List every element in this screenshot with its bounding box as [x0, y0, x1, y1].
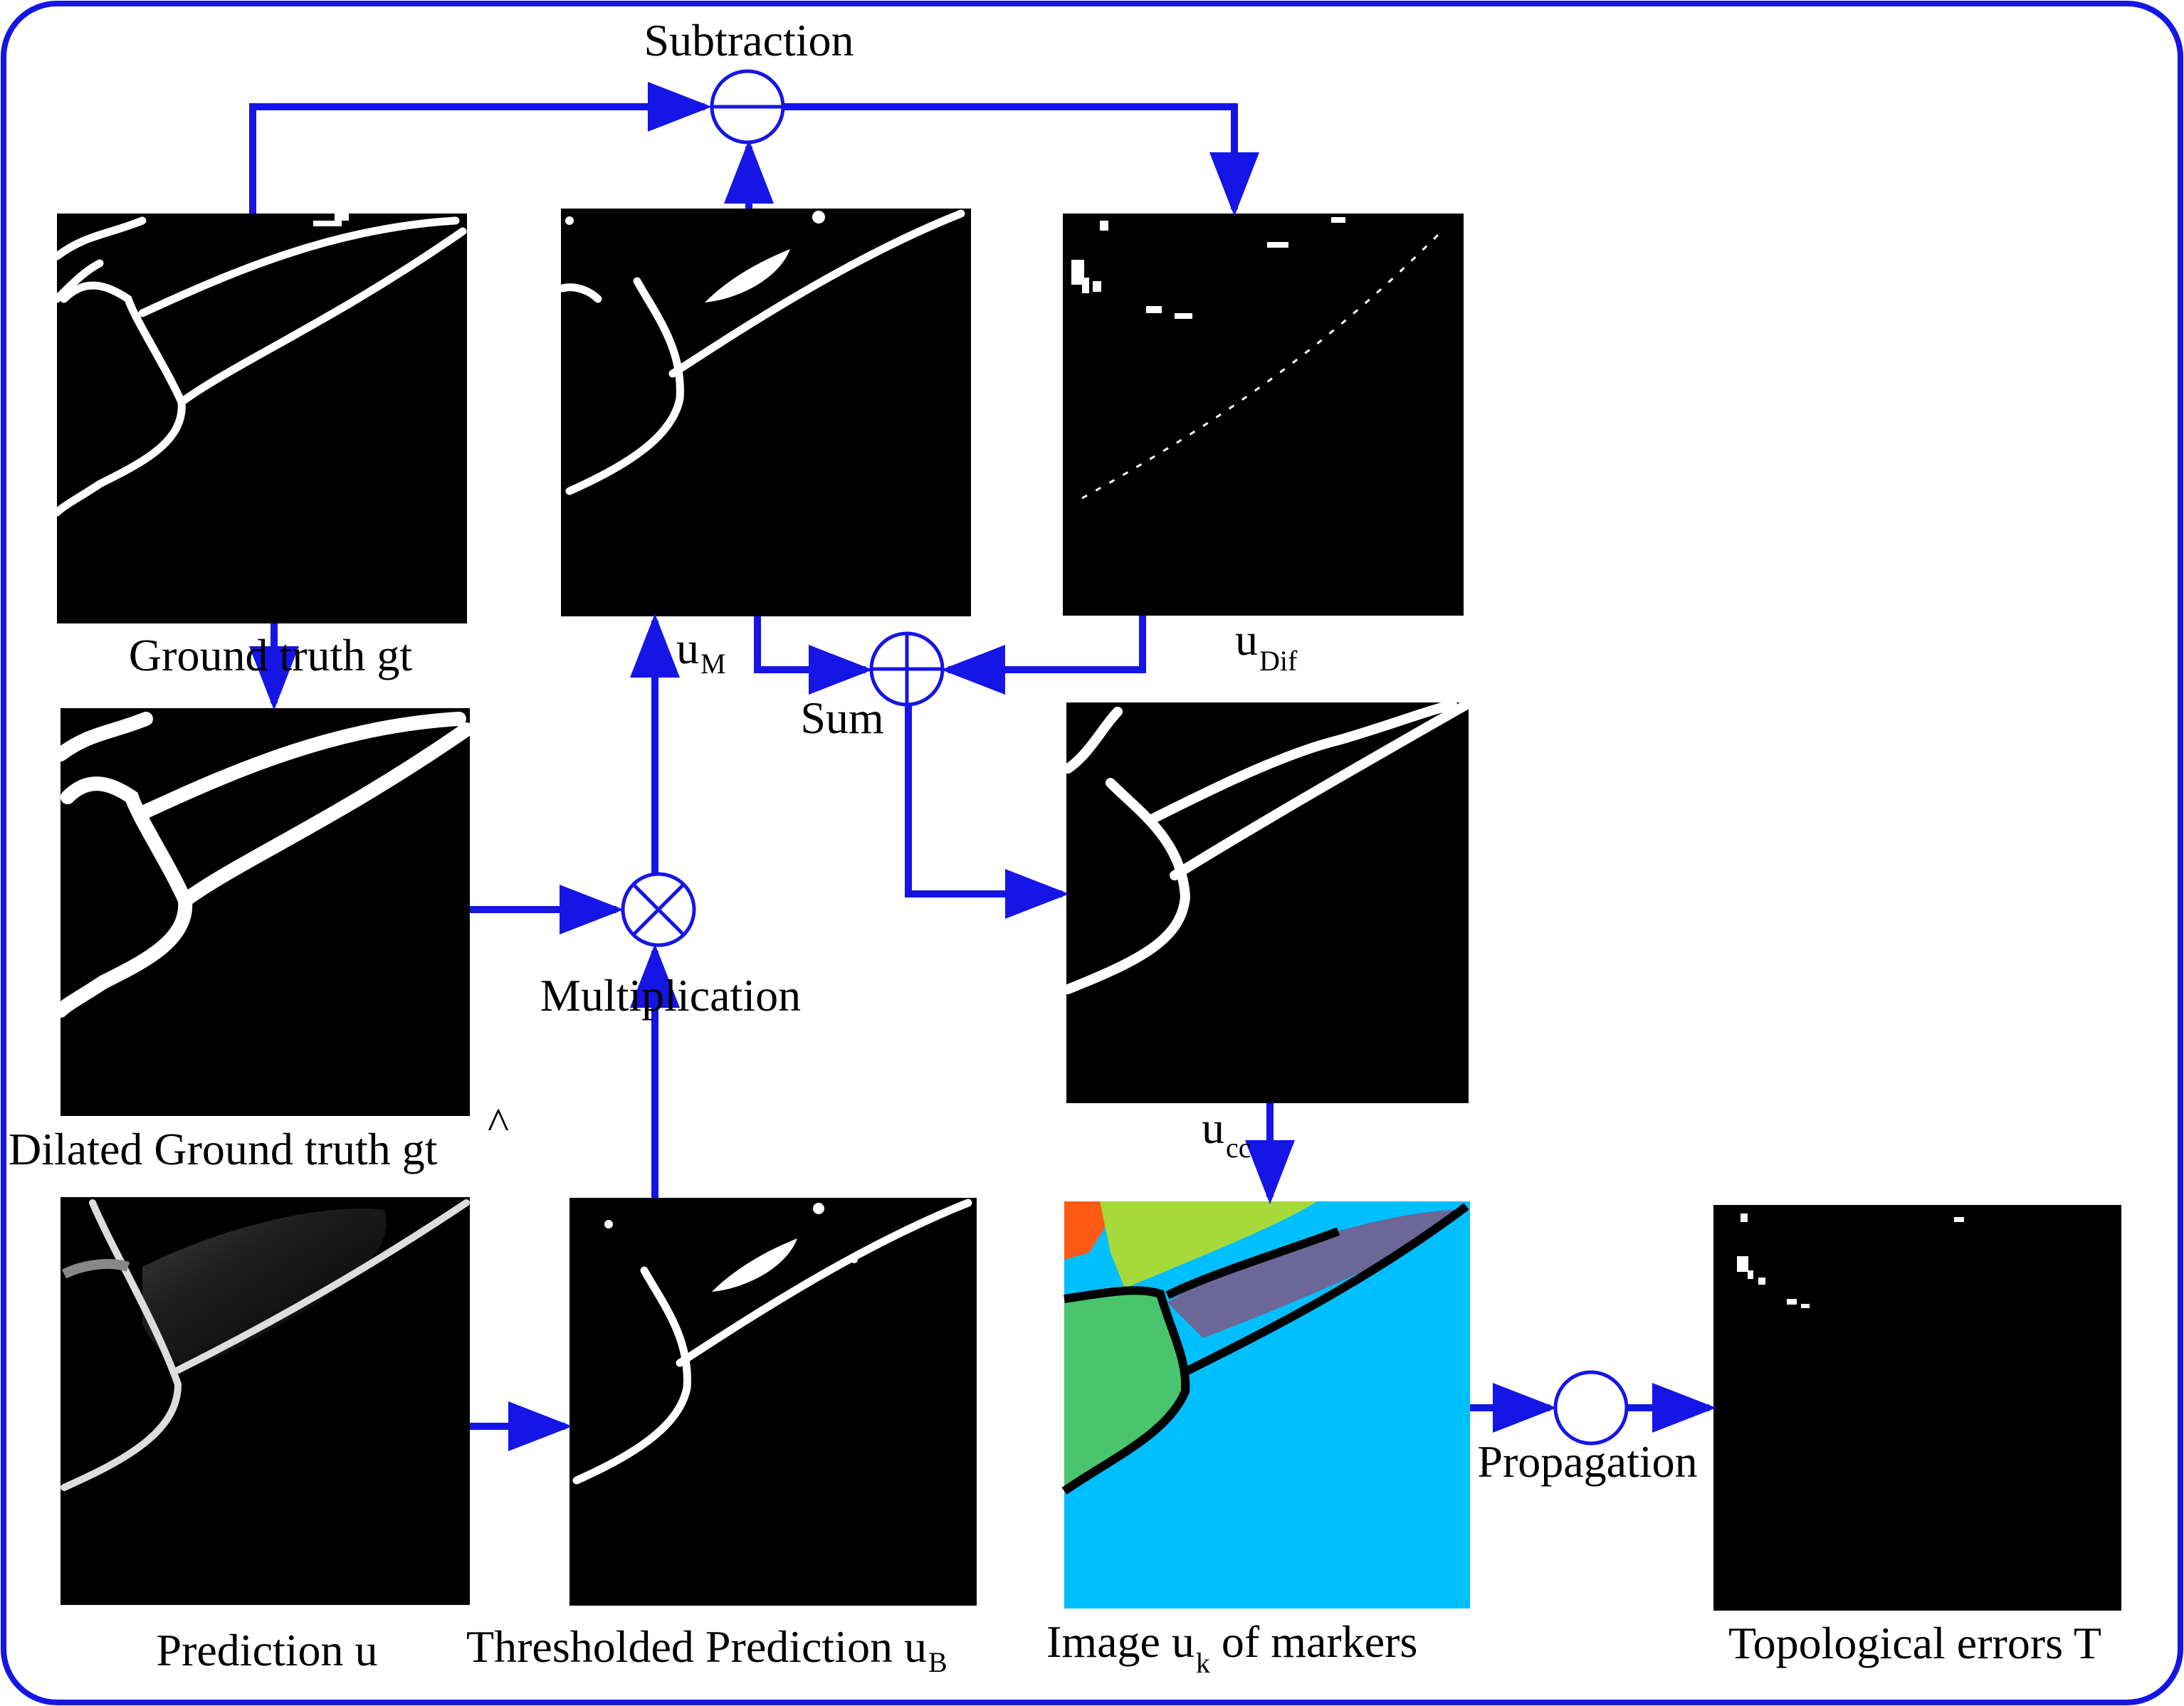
u-cc-label: ucc — [1202, 1102, 1251, 1164]
arrow-subtraction-to-udif — [783, 103, 1259, 216]
arrow-udif-to-sum — [941, 616, 1146, 695]
multiplication-operator — [621, 872, 696, 947]
subtraction-label: Subtraction — [644, 15, 854, 65]
multiplication-label: Multiplication — [540, 970, 801, 1021]
propagation-label: Propagation — [1477, 1436, 1697, 1487]
thresholded-prediction-panel — [569, 1198, 977, 1606]
thresholded-prediction-label: Thresholded Prediction uB — [466, 1621, 947, 1678]
image-markers-label: Image uk of markers — [1046, 1616, 1417, 1679]
prediction-label: Prediction u — [156, 1625, 377, 1675]
dilated-hat-mark: ^ — [488, 1098, 509, 1149]
dilated-ground-truth-label-group: Dilated Ground truth gt ^ — [9, 1098, 509, 1174]
subtraction-operator — [710, 69, 785, 144]
u-cc-panel — [1063, 700, 1471, 1103]
u-m-label: uM — [676, 623, 726, 680]
u-dif-label: uDif — [1235, 614, 1298, 677]
dilated-ground-truth-label: Dilated Ground truth gt — [9, 1124, 438, 1174]
topological-errors-label: Topological errors T — [1728, 1618, 2101, 1668]
topological-errors-panel — [1713, 1205, 2121, 1611]
ground-truth-label: Ground truth gt — [129, 630, 412, 680]
arrow-um-to-sum — [754, 616, 873, 695]
prediction-panel — [61, 1197, 470, 1605]
arrow-sum-to-ucc — [905, 705, 1069, 919]
markers-panel — [1061, 1201, 1470, 1608]
sum-label: Sum — [800, 693, 883, 743]
dilated-ground-truth-panel — [53, 708, 473, 1116]
propagation-operator — [1553, 1370, 1629, 1446]
arrow-gt-to-subtraction — [249, 82, 712, 214]
ground-truth-panel — [53, 214, 467, 623]
u-dif-panel — [1063, 214, 1464, 616]
u-m-panel — [558, 209, 971, 616]
